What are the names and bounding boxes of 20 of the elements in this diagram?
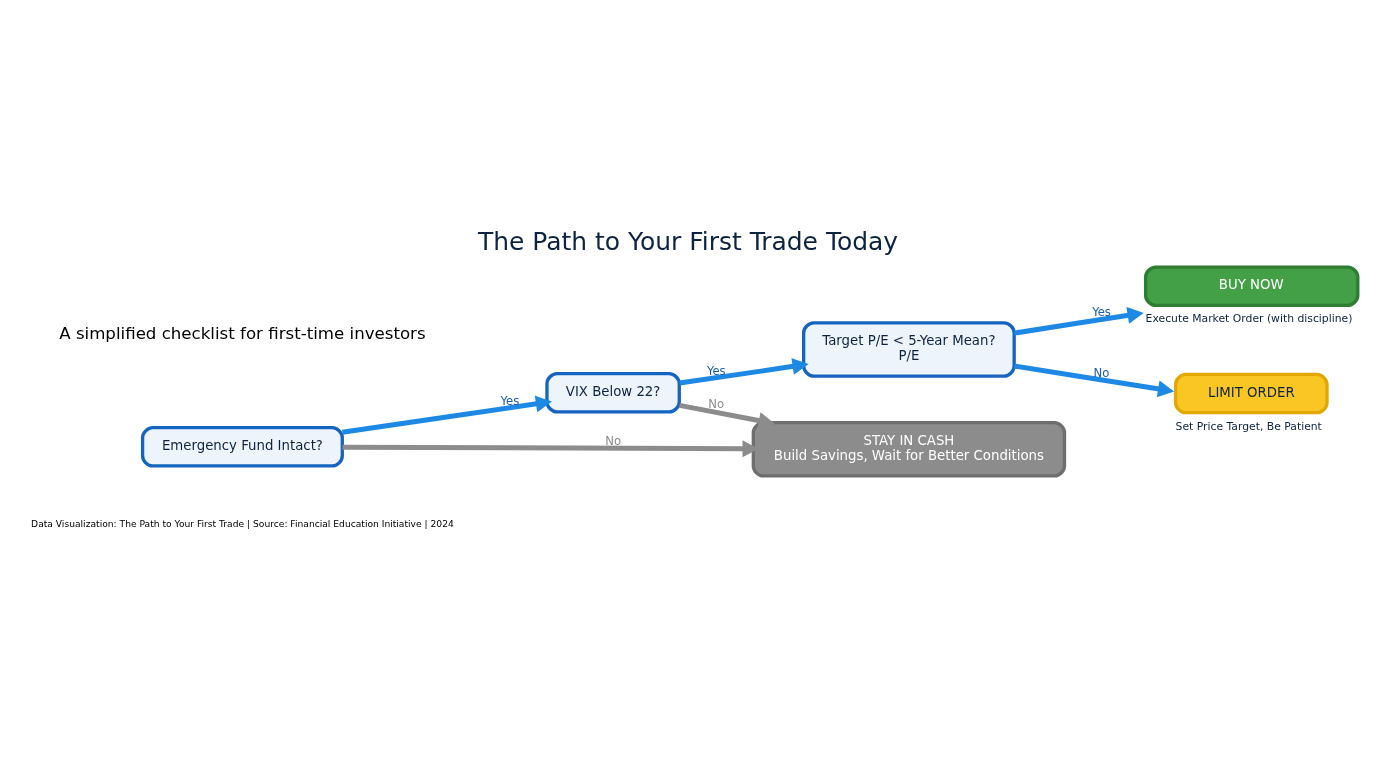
node-box: Emergency Fund Intact?: [140, 426, 344, 468]
node-box: Target P/E < 5-Year Mean? P/E: [802, 321, 1016, 378]
edge-label: No: [1093, 366, 1110, 381]
label: A simplified checklist for first-time investors: [59, 324, 426, 344]
edge-label: No: [708, 396, 725, 411]
edge-label: No: [605, 434, 622, 449]
caption: Data Visualization: The Path to Your First Trade | Source: Financial Education Initiative | 2024: [31, 519, 454, 530]
node-label: Set Price Target, Be Patient: [1175, 419, 1322, 433]
arrow: [1013, 307, 1144, 336]
edge-label: Yes: [706, 363, 726, 378]
arrow: [679, 402, 775, 429]
arrow: [342, 395, 552, 435]
arrow: [679, 358, 809, 386]
node-box: STAY IN CASH Build Savings, Wait for Better Conditions: [751, 421, 1067, 478]
edge-label: Yes: [500, 393, 520, 408]
edge-label: Yes: [1092, 304, 1111, 319]
node-box: VIX Below 22?: [545, 371, 681, 414]
diagram-title: The Path to Your First Trade Today: [477, 226, 899, 256]
node-label: Execute Market Order (with discipline): [1145, 312, 1353, 326]
arrow: [1013, 363, 1175, 398]
